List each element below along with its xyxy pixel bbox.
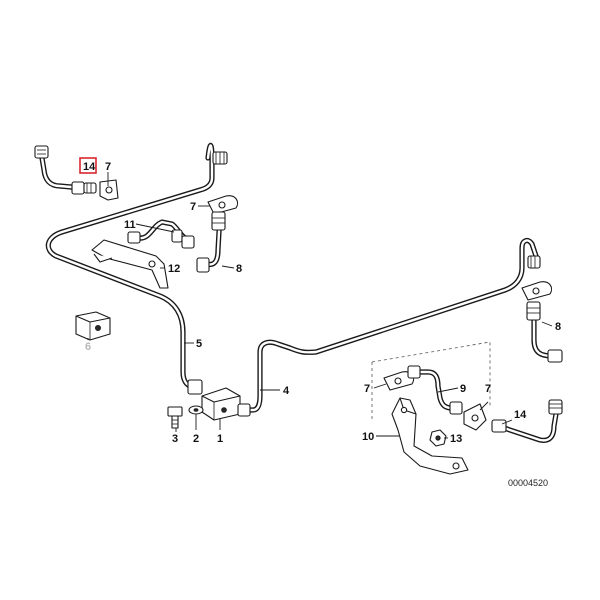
rear-hose-8[interactable] [526, 301, 563, 363]
callout-13[interactable]: 13 [450, 433, 462, 445]
callout-11[interactable]: 11 [124, 219, 136, 231]
callout-14-right[interactable]: 14 [514, 409, 527, 421]
callout-3[interactable]: 3 [172, 433, 178, 445]
pipe-fitting-rear-top[interactable] [527, 255, 541, 269]
callout-9[interactable]: 9 [460, 383, 466, 395]
rear-brake-pipe [243, 237, 541, 413]
front-hose-top[interactable] [34, 145, 97, 195]
sub-assembly-outline [371, 341, 491, 420]
pipe-fittings-top[interactable] [212, 151, 228, 165]
rear-hose-14[interactable] [491, 399, 563, 443]
pipe-clamp-rear[interactable] [521, 281, 553, 301]
callout-8-top[interactable]: 8 [236, 263, 242, 275]
callout-2[interactable]: 2 [193, 433, 199, 445]
callout-6[interactable]: 6 [85, 341, 91, 353]
callout-14-top[interactable]: 14 [83, 161, 96, 173]
callout-4[interactable]: 4 [283, 385, 290, 397]
callout-7-top[interactable]: 7 [105, 161, 111, 173]
diagram-reference-code: 00004520 [508, 478, 548, 488]
callout-7-right-b[interactable]: 7 [485, 383, 491, 395]
washer-2[interactable] [188, 405, 204, 415]
hose-bracket-top[interactable] [99, 179, 119, 201]
callout-7-mid[interactable]: 7 [190, 201, 196, 213]
brake-pipe-9[interactable] [407, 365, 463, 415]
callout-7-right-a[interactable]: 7 [364, 383, 370, 395]
support-bracket-10[interactable] [391, 397, 469, 475]
callout-8-right[interactable]: 8 [555, 321, 561, 333]
pipe-clamp-rear-b[interactable] [463, 403, 487, 431]
callout-12[interactable]: 12 [168, 263, 180, 275]
bolt-3[interactable] [167, 406, 183, 429]
callout-5[interactable]: 5 [196, 338, 202, 350]
callout-10[interactable]: 10 [362, 431, 374, 443]
support-bracket-12[interactable] [91, 239, 169, 289]
distribution-block-6[interactable] [75, 311, 111, 341]
leader-lines [87, 172, 553, 439]
highlight-box [79, 157, 97, 174]
pipe-bracket-11[interactable] [127, 219, 195, 249]
callout-1[interactable]: 1 [217, 433, 223, 445]
pipe-clamp-top[interactable] [207, 195, 239, 215]
main-brake-pipe [45, 142, 215, 391]
pipe-clamp-rear-a[interactable] [383, 371, 415, 391]
front-hose-right[interactable] [196, 211, 226, 273]
nut-13[interactable] [429, 429, 447, 447]
